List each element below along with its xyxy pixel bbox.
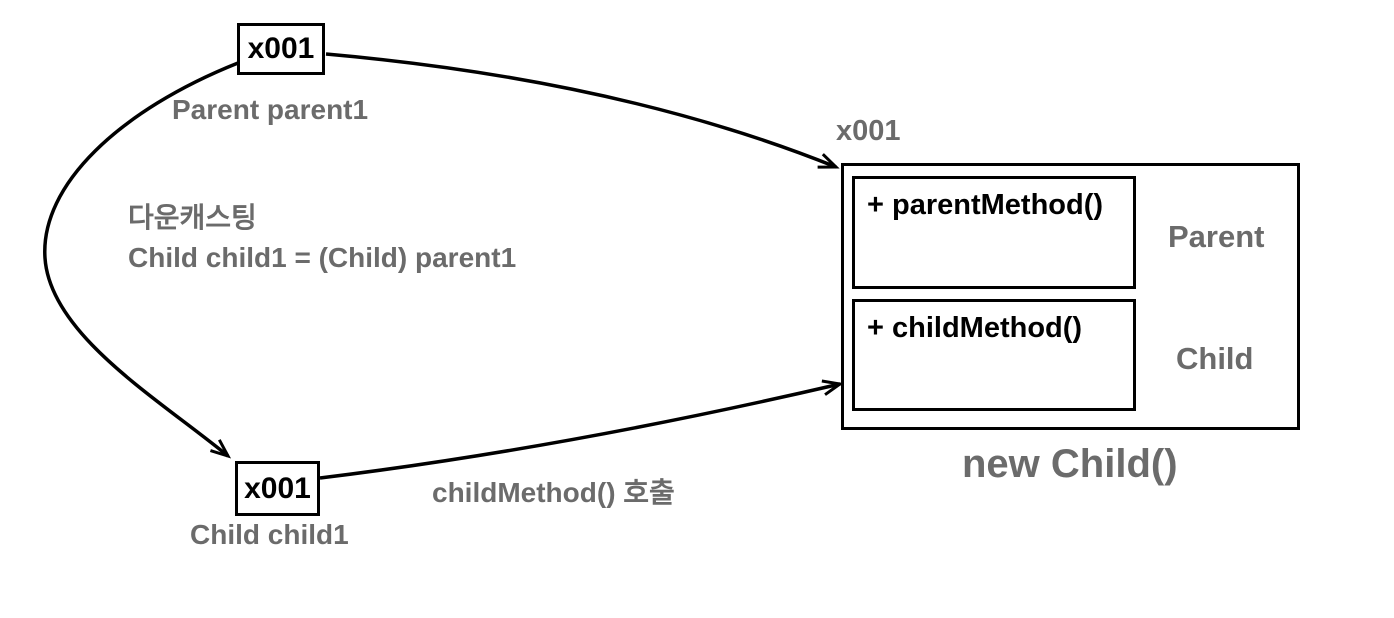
child-ref-label: Child child1 — [190, 519, 349, 550]
child-ref-address-box: x001 — [235, 461, 320, 516]
parent-method-label: + parentMethod() — [867, 189, 1104, 221]
parent-class-label: Parent — [1168, 219, 1265, 254]
downcast-annotation-line2: Child child1 = (Child) parent1 — [128, 242, 517, 273]
child-method-label: + childMethod() — [867, 312, 1083, 344]
parent-ref-label: Parent parent1 — [172, 94, 369, 125]
call-annotation: childMethod() 호출 — [432, 477, 675, 508]
object-caption: new Child() — [962, 442, 1178, 486]
downcast-annotation: 다운캐스팅 Child child1 = (Child) parent1 — [128, 198, 516, 278]
object-address: x001 — [836, 115, 901, 147]
child-method-box: + childMethod() — [852, 299, 1136, 411]
arrow-childref-to-childmethod-icon — [319, 379, 844, 480]
parent-method-box: + parentMethod() — [852, 176, 1136, 289]
child-class-label: Child — [1176, 341, 1254, 376]
downcast-annotation-line1: 다운캐스팅 — [128, 202, 257, 233]
parent-ref-address-box: x001 — [237, 23, 325, 75]
arrow-parentref-to-object-icon — [325, 52, 840, 169]
